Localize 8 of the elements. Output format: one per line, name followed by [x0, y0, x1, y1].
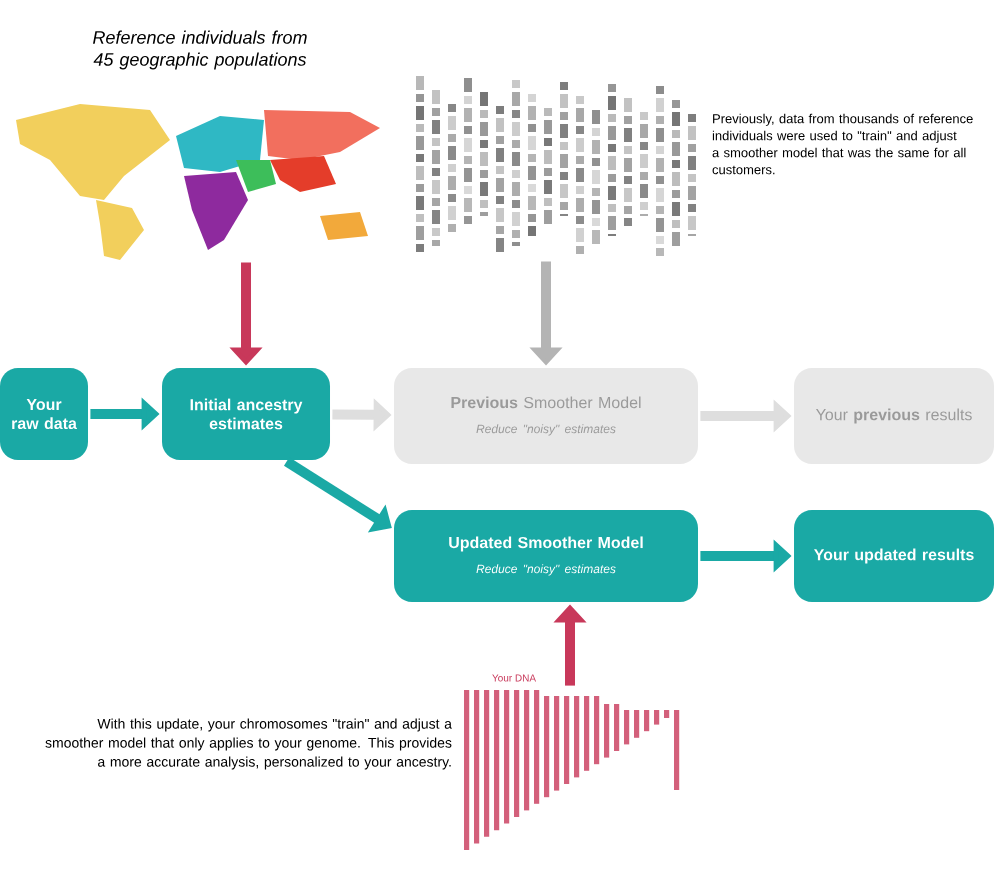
process-box: Initial ancestry estimates	[162, 368, 330, 460]
process-box: Your previous results	[794, 368, 994, 464]
picture	[16, 104, 380, 260]
picture	[464, 690, 680, 850]
process-box: Your updated results	[794, 510, 994, 602]
map-label: Reference individuals from 45 geographic populations	[93, 30, 307, 70]
picture	[416, 76, 696, 256]
process-box: Your raw data	[0, 368, 88, 460]
